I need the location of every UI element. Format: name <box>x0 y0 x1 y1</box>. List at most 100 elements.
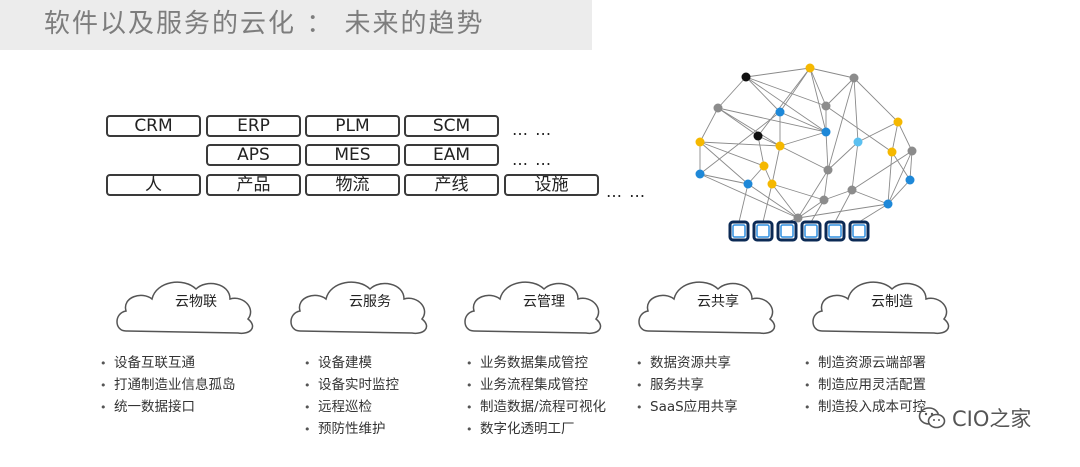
network-terminal-inner <box>852 224 866 238</box>
network-terminal <box>800 220 822 242</box>
network-node <box>741 72 751 82</box>
network-edge <box>825 77 855 107</box>
network-node <box>883 199 893 209</box>
network-edge <box>809 67 827 133</box>
cloud-label-iot: 云物联 <box>175 294 217 310</box>
network-node <box>887 147 897 157</box>
network-edge <box>797 169 829 219</box>
system-box-product: 产品 <box>206 174 301 196</box>
cloud-shape-service <box>290 281 428 335</box>
network-terminal <box>824 220 846 242</box>
list-item: 制造数据/流程可视化 <box>466 396 606 418</box>
network-terminal <box>848 220 870 242</box>
network-edge <box>717 107 759 137</box>
network-node <box>893 117 903 127</box>
network-edge <box>745 67 811 78</box>
network-edge <box>809 67 855 79</box>
network-edge <box>699 141 781 147</box>
network-edge <box>851 189 889 205</box>
network-terminal <box>752 220 774 242</box>
system-box-mes: MES <box>305 144 400 166</box>
network-edge <box>699 111 781 175</box>
network-edge <box>823 169 829 201</box>
network-edge <box>851 150 913 191</box>
network-node <box>775 141 785 151</box>
network-node <box>847 185 857 195</box>
network-edge <box>797 203 889 219</box>
list-item: 制造资源云端部署 <box>804 352 926 374</box>
network-node <box>695 169 705 179</box>
bullet-list-manufacturing: 制造资源云端部署 制造应用灵活配置 制造投入成本可控 <box>804 352 926 418</box>
cloud-shape-sharing <box>638 281 776 335</box>
network-edge <box>834 189 853 223</box>
list-item: 设备建模 <box>304 352 399 374</box>
network-edge <box>717 107 827 133</box>
cloud-shape-manufacturing <box>812 281 950 335</box>
network-node <box>713 103 723 113</box>
system-box-eam: EAM <box>404 144 499 166</box>
network-edge <box>699 107 719 143</box>
network-nodes <box>695 63 917 223</box>
system-box-aps: APS <box>206 144 301 166</box>
system-box-facility: 设施 <box>504 174 599 196</box>
system-box-plm: PLM <box>305 115 400 137</box>
network-edge <box>771 183 825 201</box>
network-edge <box>909 150 913 181</box>
network-edge <box>771 145 781 185</box>
network-terminals <box>728 220 870 242</box>
watermark-text: CIO之家 <box>952 407 1032 431</box>
network-edge <box>851 141 859 191</box>
cloud-shape-iot <box>116 281 254 335</box>
network-edge <box>825 131 829 171</box>
network-terminal-inner <box>780 224 794 238</box>
network-node <box>907 146 917 156</box>
wechat-icon <box>918 407 946 429</box>
network-node <box>853 137 863 147</box>
list-item: 数字化透明工厂 <box>466 418 606 440</box>
list-item: 数据资源共享 <box>636 352 738 374</box>
bullet-list-iot: 设备互联互通 打通制造业信息孤岛 统一数据接口 <box>100 352 236 418</box>
network-edge <box>853 77 899 123</box>
list-item: 统一数据接口 <box>100 396 236 418</box>
network-node <box>767 179 777 189</box>
system-box-logistics: 物流 <box>305 174 400 196</box>
network-edge <box>717 107 781 147</box>
network-edge <box>745 76 827 107</box>
network-terminal-inner <box>756 224 770 238</box>
cloud-label-sharing: 云共享 <box>697 294 739 310</box>
network-edge <box>827 141 859 171</box>
network-edge <box>779 111 827 133</box>
network-terminal-inner <box>828 224 842 238</box>
network-node <box>743 179 753 189</box>
network-edge <box>779 67 811 113</box>
network-edge <box>857 121 899 143</box>
page-title: 软件以及服务的云化 ： 未来的趋势 <box>44 9 485 39</box>
ellipsis-row1: … … <box>512 120 553 139</box>
list-item: 设备实时监控 <box>304 374 399 396</box>
network-node <box>759 161 769 171</box>
network-terminal-inner <box>732 224 746 238</box>
bullet-list-service: 设备建模 设备实时监控 远程巡检 预防性维护 <box>304 352 399 440</box>
system-box-crm: CRM <box>106 115 201 137</box>
list-item: 远程巡检 <box>304 396 399 418</box>
cloud-label-manufacturing: 云制造 <box>871 294 913 310</box>
network-edge <box>699 141 765 167</box>
list-item: 预防性维护 <box>304 418 399 440</box>
list-item: 制造应用灵活配置 <box>804 374 926 396</box>
network-edge <box>897 121 913 152</box>
network-edge <box>779 131 827 147</box>
network-node <box>805 63 815 73</box>
network-terminal <box>776 220 798 242</box>
list-item: SaaS应用共享 <box>636 396 738 418</box>
network-edge <box>779 145 829 171</box>
network-edge <box>699 173 799 219</box>
network-edge <box>745 76 827 133</box>
network-edge <box>747 183 799 219</box>
list-item: 打通制造业信息孤岛 <box>100 374 236 396</box>
list-item: 制造投入成本可控 <box>804 396 926 418</box>
network-node <box>821 101 831 111</box>
cloud-network-diagram <box>695 63 917 242</box>
network-edge <box>717 76 747 109</box>
network-edge <box>891 121 899 153</box>
network-edge <box>825 105 893 153</box>
